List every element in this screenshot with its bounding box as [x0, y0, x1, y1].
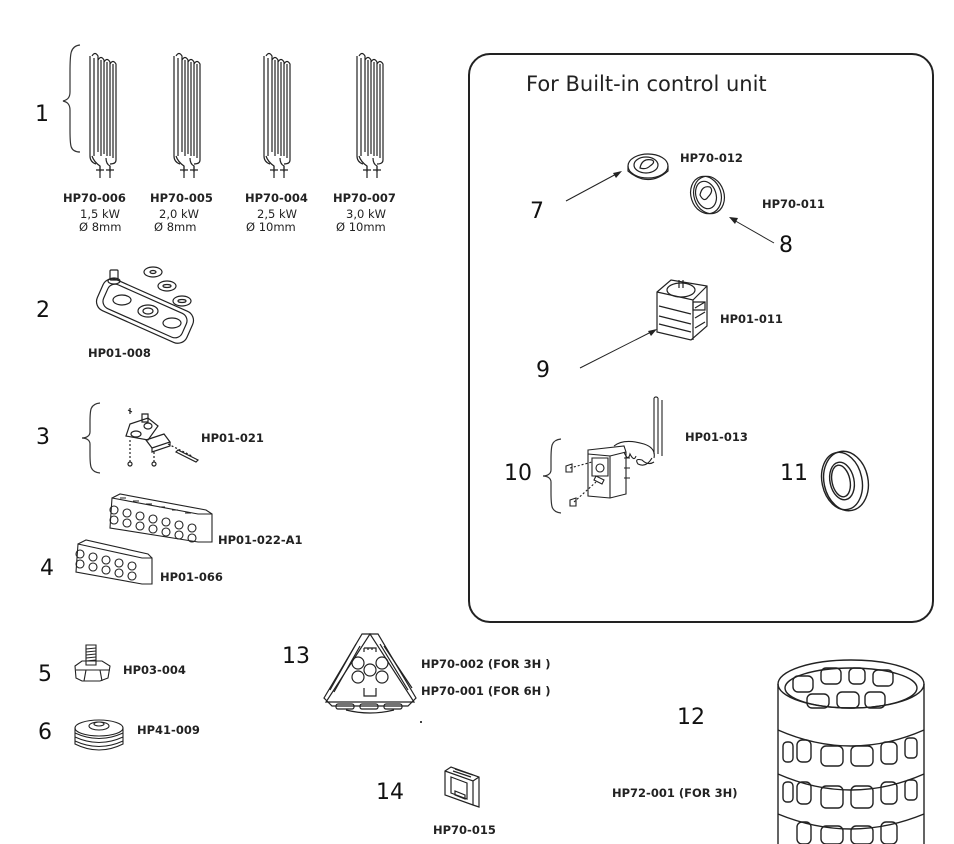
item-number-2: 2 — [36, 298, 50, 323]
item-number-7: 7 — [530, 199, 544, 224]
item-number-12: 12 — [677, 705, 705, 730]
part-code-item-6: HP41-009 — [137, 723, 200, 737]
pointer-arrow-9 — [579, 329, 657, 370]
heater-diameter-2: Ø 8mm — [154, 220, 197, 234]
part-code-heater-2: HP70-005 — [150, 191, 213, 205]
item-number-1: 1 — [35, 102, 49, 127]
knob-8-illustration — [688, 175, 728, 217]
item-number-13: 13 — [282, 644, 310, 669]
terminal-bracket-illustration — [118, 404, 204, 470]
gasket-plate-illustration — [100, 268, 220, 350]
sealing-ring-illustration — [820, 448, 872, 514]
part-code-item-10: HP01-013 — [685, 430, 748, 444]
pointer-arrow-7 — [565, 171, 622, 204]
brace-icon — [62, 44, 82, 154]
heater-power-3: 2,5 kW — [257, 207, 297, 221]
item-number-9: 9 — [536, 358, 550, 383]
item-number-6: 6 — [38, 720, 52, 745]
part-code-item-14: HP70-015 — [433, 823, 496, 837]
part-code-heater-4: HP70-007 — [333, 191, 396, 205]
thermostat-illustration — [564, 396, 684, 512]
part-code-item-2: HP01-008 — [88, 346, 151, 360]
heating-element-illustration-1 — [88, 52, 128, 180]
adjustable-foot-illustration — [72, 643, 114, 683]
item-number-3: 3 — [36, 425, 50, 450]
heater-power-4: 3,0 kW — [346, 207, 386, 221]
item-number-10: 10 — [504, 461, 532, 486]
heater-diameter-3: Ø 10mm — [246, 220, 296, 234]
built-in-control-unit-group — [468, 53, 934, 623]
stone-guard-cylinder-illustration — [777, 658, 927, 844]
heater-power-2: 2,0 kW — [159, 207, 199, 221]
part-code-heater-3: HP70-004 — [245, 191, 308, 205]
item-number-11: 11 — [780, 461, 808, 486]
group-title: For Built-in control unit — [526, 72, 767, 96]
part-code-13b: HP70-001 (FOR 6H ) — [421, 684, 551, 698]
part-code-13a: HP70-002 (FOR 3H ) — [421, 657, 551, 671]
terminal-block-5pole-illustration — [72, 538, 156, 590]
terminal-block-7pole-illustration — [106, 492, 216, 548]
stone-support-illustration — [322, 630, 418, 716]
item-number-14: 14 — [376, 780, 404, 805]
brace-icon — [541, 438, 563, 514]
heater-diameter-1: Ø 8mm — [79, 220, 122, 234]
part-code-item-7: HP70-012 — [680, 151, 743, 165]
part-code-item-12: HP72-001 (FOR 3H) — [612, 786, 738, 800]
heating-element-illustration-3 — [262, 52, 302, 180]
rubber-foot-illustration — [74, 718, 124, 754]
brace-icon — [80, 402, 102, 474]
part-code-4b: HP01-066 — [160, 570, 223, 584]
knob-7-illustration — [626, 152, 674, 188]
part-code-item-3: HP01-021 — [201, 431, 264, 445]
power-switch-illustration — [655, 278, 713, 346]
heater-diameter-4: Ø 10mm — [336, 220, 386, 234]
pointer-arrow-8 — [729, 217, 776, 245]
item-number-4: 4 — [40, 556, 54, 581]
part-code-item-5: HP03-004 — [123, 663, 186, 677]
heating-element-illustration-4 — [355, 52, 395, 180]
part-code-item-9: HP01-011 — [720, 312, 783, 326]
heating-element-illustration-2 — [172, 52, 212, 180]
heater-power-1: 1,5 kW — [80, 207, 120, 221]
item-number-8: 8 — [779, 233, 793, 258]
clip-illustration — [443, 765, 483, 809]
part-code-4a: HP01-022-A1 — [218, 533, 303, 547]
stray-dot — [420, 721, 422, 723]
item-number-5: 5 — [38, 662, 52, 687]
part-code-heater-1: HP70-006 — [63, 191, 126, 205]
part-code-item-8: HP70-011 — [762, 197, 825, 211]
